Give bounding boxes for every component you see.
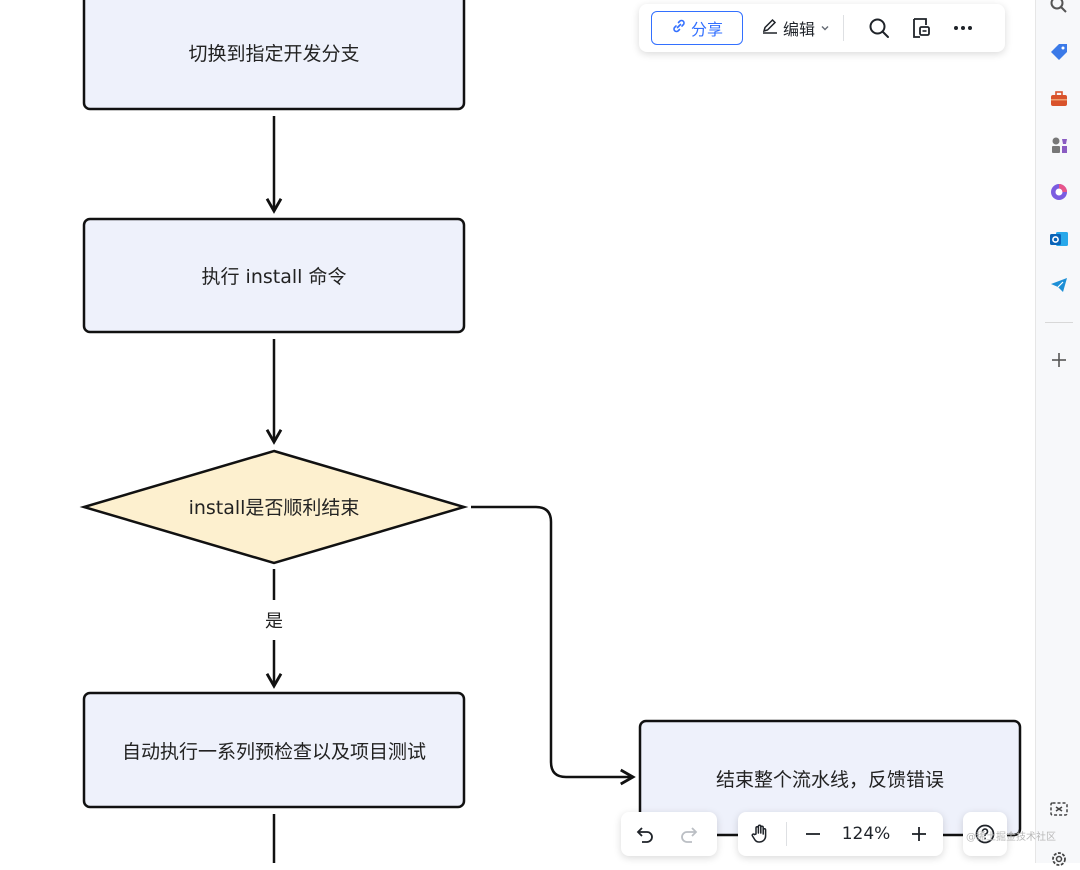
node-switch-branch[interactable]: 切换到指定开发分支 xyxy=(82,0,466,111)
edit-label: 编辑 xyxy=(783,20,816,39)
toolbox-icon[interactable] xyxy=(1048,88,1070,110)
node-install-check-text: install是否顺利结束 xyxy=(189,497,360,519)
more-icon[interactable] xyxy=(946,11,980,45)
sidebar-divider xyxy=(1045,322,1073,323)
share-button[interactable]: 分享 xyxy=(651,11,743,45)
watermark: @稀土掘金技术社区 xyxy=(966,832,1056,843)
right-sidebar xyxy=(1035,0,1080,866)
hand-icon[interactable] xyxy=(742,816,778,852)
node-end-pipeline[interactable]: 结束整个流水线，反馈错误 xyxy=(638,719,1022,837)
link-icon xyxy=(671,18,687,38)
edge-n3-n5[interactable] xyxy=(471,505,636,786)
flowchart: 是 切换到指定开发分支 执行 install 命令 install是否顺利结束 … xyxy=(79,0,1022,863)
edit-button[interactable]: 编辑 xyxy=(761,16,831,40)
toolbar-divider xyxy=(843,15,845,41)
search-icon[interactable] xyxy=(862,11,896,45)
node-end-pipeline-text: 结束整个流水线，反馈错误 xyxy=(716,769,944,791)
comment-icon[interactable] xyxy=(904,11,938,45)
node-install-check[interactable]: install是否顺利结束 xyxy=(79,449,469,565)
node-switch-branch-text: 切换到指定开发分支 xyxy=(188,43,359,65)
node-run-install[interactable]: 执行 install 命令 xyxy=(82,217,466,334)
pen-icon xyxy=(761,17,779,39)
settings-icon[interactable] xyxy=(1048,848,1070,870)
top-toolbar: 分享 编辑 xyxy=(639,4,1005,52)
zoom-level[interactable]: 124% xyxy=(841,824,891,844)
help-control xyxy=(963,812,1007,856)
history-controls xyxy=(621,812,717,856)
outlook-icon[interactable] xyxy=(1048,228,1070,250)
share-label: 分享 xyxy=(690,20,723,39)
add-icon[interactable] xyxy=(1048,349,1070,371)
node-run-install-text: 执行 install 命令 xyxy=(202,266,347,288)
zoom-out-icon[interactable] xyxy=(795,816,831,852)
zoom-divider xyxy=(786,822,787,846)
redo-icon[interactable] xyxy=(671,816,707,852)
zoom-controls: 124% xyxy=(738,812,943,856)
copilot-icon[interactable] xyxy=(1048,181,1070,203)
help-icon[interactable] xyxy=(967,816,1003,852)
diagram-canvas[interactable]: 是 切换到指定开发分支 执行 install 命令 install是否顺利结束 … xyxy=(0,0,1035,863)
telegram-icon[interactable] xyxy=(1048,274,1070,296)
undo-icon[interactable] xyxy=(627,816,663,852)
chevron-down-icon xyxy=(819,19,831,38)
node-run-checks-text: 自动执行一系列预检查以及项目测试 xyxy=(122,741,426,763)
edge-label-yes: 是 xyxy=(265,611,283,632)
node-run-checks[interactable]: 自动执行一系列预检查以及项目测试 xyxy=(82,691,466,809)
search-icon[interactable] xyxy=(1048,0,1070,16)
chess-icon[interactable] xyxy=(1048,134,1070,156)
tag-icon[interactable] xyxy=(1048,41,1070,63)
screenshot-icon[interactable] xyxy=(1048,799,1070,821)
zoom-in-icon[interactable] xyxy=(901,816,937,852)
